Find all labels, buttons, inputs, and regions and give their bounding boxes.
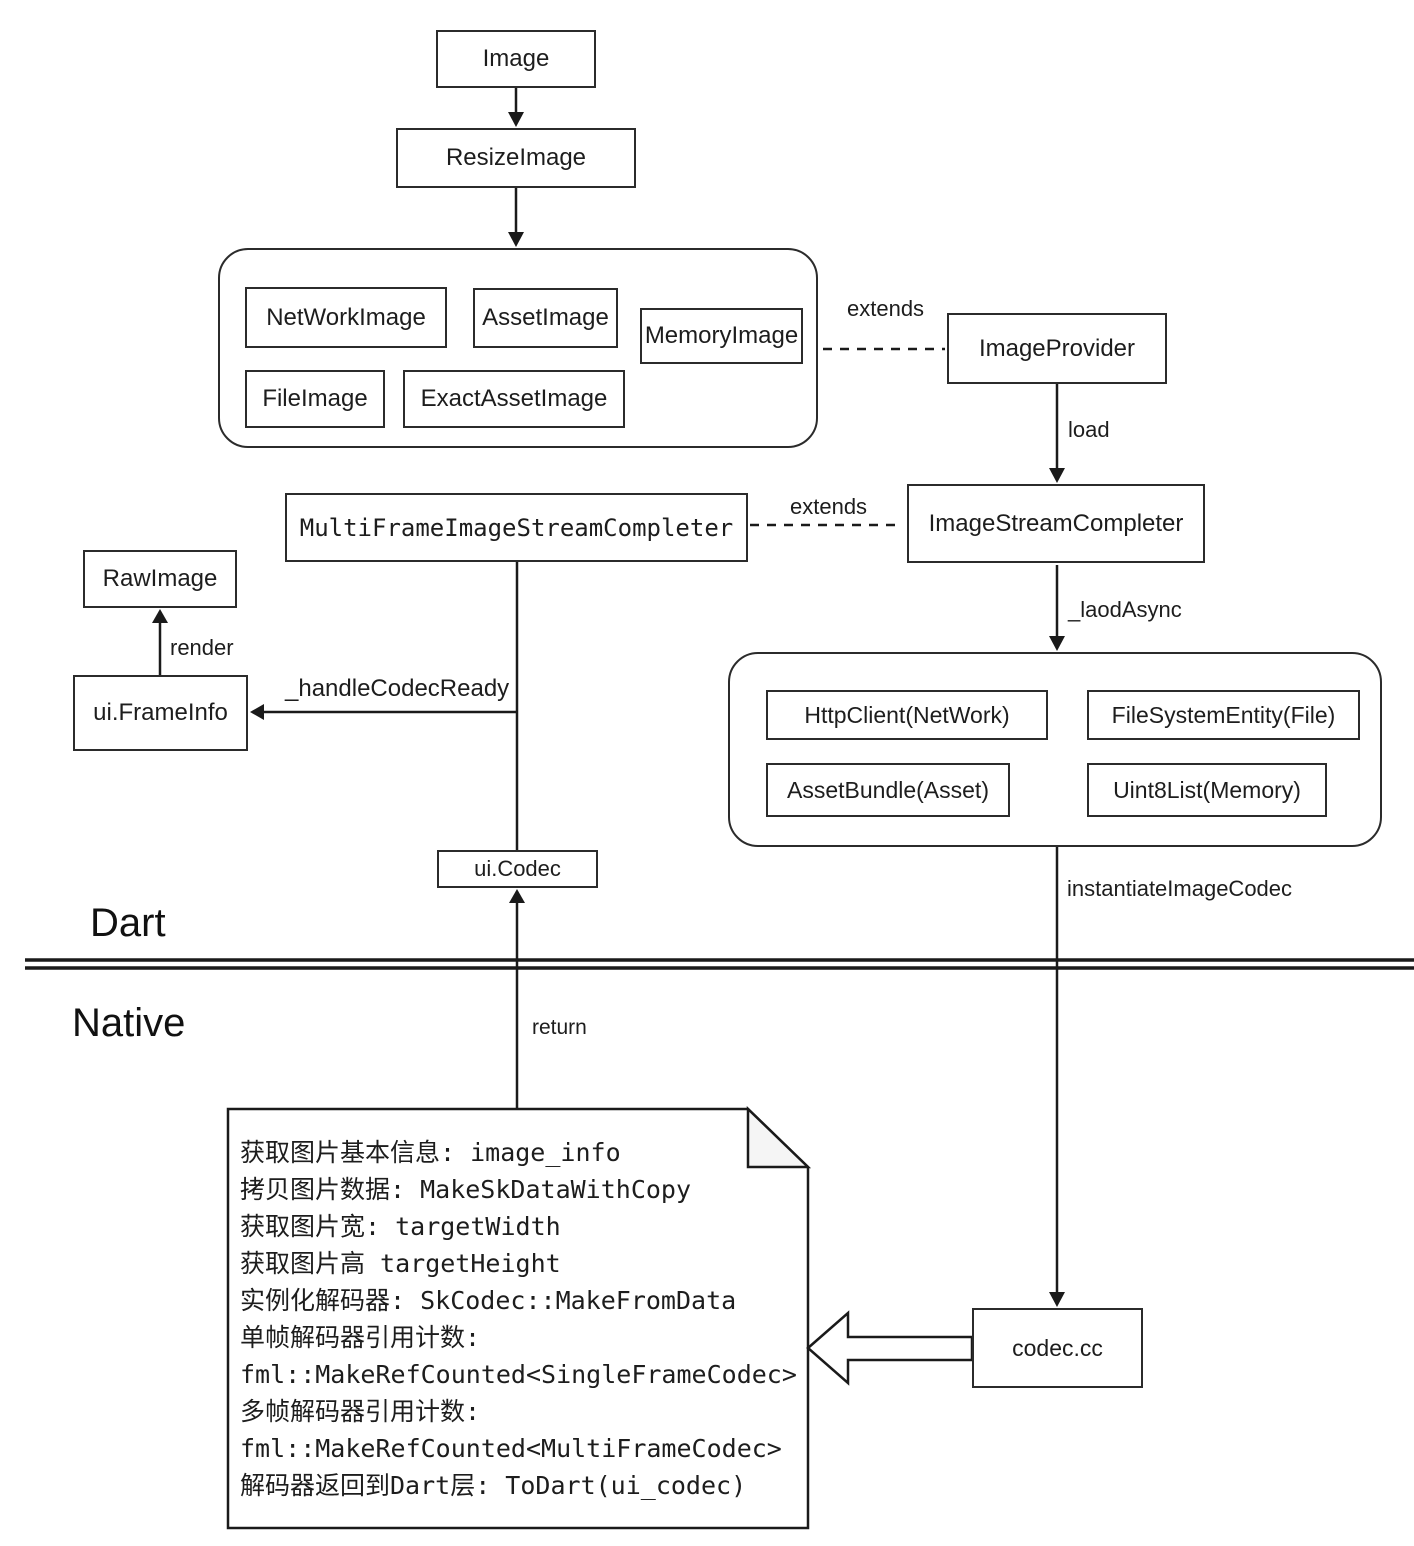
node-image-label: Image xyxy=(482,45,550,72)
node-ui-codec-label: ui.Codec xyxy=(474,856,561,881)
node-image: Image xyxy=(436,30,596,88)
node-raw-image-label: RawImage xyxy=(102,565,218,592)
codec-to-note-block-arrow xyxy=(806,1310,974,1386)
note-line: 实例化解码器: SkCodec::MakeFromData xyxy=(240,1286,737,1315)
edge-resize-group-arrowhead xyxy=(508,232,524,247)
node-resize-image: ResizeImage xyxy=(396,128,636,188)
node-network-image: NetWorkImage xyxy=(245,287,447,348)
node-file-system-entity-label: FileSystemEntity(File) xyxy=(1111,701,1336,728)
node-uint8-list: Uint8List(Memory) xyxy=(1087,763,1327,817)
node-codec-cc: codec.cc xyxy=(972,1308,1143,1388)
note-line: 获取图片高 targetHeight xyxy=(240,1249,561,1278)
edge-label-return: return xyxy=(530,1016,589,1040)
note-line: fml::MakeRefCounted<SingleFrameCodec> xyxy=(240,1360,797,1389)
node-asset-bundle: AssetBundle(Asset) xyxy=(766,763,1010,817)
edge-label-load: load xyxy=(1066,417,1112,443)
note-line: 解码器返回到Dart层: ToDart(ui_codec) xyxy=(240,1471,747,1500)
node-file-image: FileImage xyxy=(245,370,385,428)
layer-label-dart: Dart xyxy=(90,901,166,945)
note-line: 单帧解码器引用计数: xyxy=(240,1323,481,1352)
edge-label-render: render xyxy=(168,635,236,661)
node-asset-image: AssetImage xyxy=(473,288,618,348)
node-image-stream-completer: ImageStreamCompleter xyxy=(907,484,1205,563)
note-line: 多帧解码器引用计数: xyxy=(240,1397,481,1426)
note-line: 获取图片基本信息: image_info xyxy=(240,1138,621,1167)
node-ui-codec: ui.Codec xyxy=(437,850,598,888)
io-sources-group xyxy=(728,652,1382,847)
note-line: 获取图片宽: targetWidth xyxy=(240,1212,561,1241)
layer-label-native: Native xyxy=(72,1001,186,1045)
edge-handlecodecready-arrowhead xyxy=(250,704,264,720)
node-file-system-entity: FileSystemEntity(File) xyxy=(1087,690,1360,740)
node-ui-frame-info-label: ui.FrameInfo xyxy=(93,699,228,726)
node-resize-image-label: ResizeImage xyxy=(445,144,587,171)
note-line: 拷贝图片数据: MakeSkDataWithCopy xyxy=(240,1175,692,1204)
node-exact-asset-image: ExactAssetImage xyxy=(403,370,625,428)
node-uint8-list-label: Uint8List(Memory) xyxy=(1113,776,1301,803)
node-image-provider: ImageProvider xyxy=(947,313,1167,384)
note-line: fml::MakeRefCounted<MultiFrameCodec> xyxy=(240,1434,782,1463)
node-file-image-label: FileImage xyxy=(262,385,368,412)
node-image-stream-completer-label: ImageStreamCompleter xyxy=(928,509,1184,537)
node-multi-frame-image-stream-completer: MultiFrameImageStreamCompleter xyxy=(285,493,748,562)
note-fold-corner xyxy=(746,1106,812,1169)
node-http-client: HttpClient(NetWork) xyxy=(766,690,1048,740)
node-multi-frame-image-stream-completer-label: MultiFrameImageStreamCompleter xyxy=(299,513,734,542)
edge-instantiateimagecodec-arrowhead xyxy=(1049,1292,1065,1307)
node-raw-image: RawImage xyxy=(83,550,237,608)
node-image-provider-label: ImageProvider xyxy=(978,334,1136,362)
edge-label-extends-image-provider: extends xyxy=(845,296,927,322)
node-memory-image-label: MemoryImage xyxy=(644,322,799,349)
node-network-image-label: NetWorkImage xyxy=(266,303,426,331)
edge-image-resize-arrowhead xyxy=(508,112,524,127)
edge-label-laodasync: _laodAsync xyxy=(1066,597,1184,623)
node-codec-cc-label: codec.cc xyxy=(1012,1334,1103,1361)
edge-laodasync-arrowhead xyxy=(1049,636,1065,651)
codec-note: 获取图片基本信息: image_info 拷贝图片数据: MakeSkDataW… xyxy=(240,1134,800,1504)
node-http-client-label: HttpClient(NetWork) xyxy=(804,701,1010,728)
edge-label-extends-stream-completer: extends xyxy=(788,494,870,520)
node-asset-image-label: AssetImage xyxy=(482,304,609,331)
node-ui-frame-info: ui.FrameInfo xyxy=(73,675,248,751)
edge-render-arrowhead xyxy=(152,609,168,623)
edge-return-arrowhead xyxy=(509,889,525,903)
edge-label-instantiate-image-codec: instantiateImageCodec xyxy=(1065,876,1295,902)
node-exact-asset-image-label: ExactAssetImage xyxy=(420,385,608,412)
edge-label-handle-codec-ready: _handleCodecReady xyxy=(283,675,512,703)
node-memory-image: MemoryImage xyxy=(640,308,803,364)
edge-load-arrowhead xyxy=(1049,468,1065,483)
node-asset-bundle-label: AssetBundle(Asset) xyxy=(787,776,989,803)
